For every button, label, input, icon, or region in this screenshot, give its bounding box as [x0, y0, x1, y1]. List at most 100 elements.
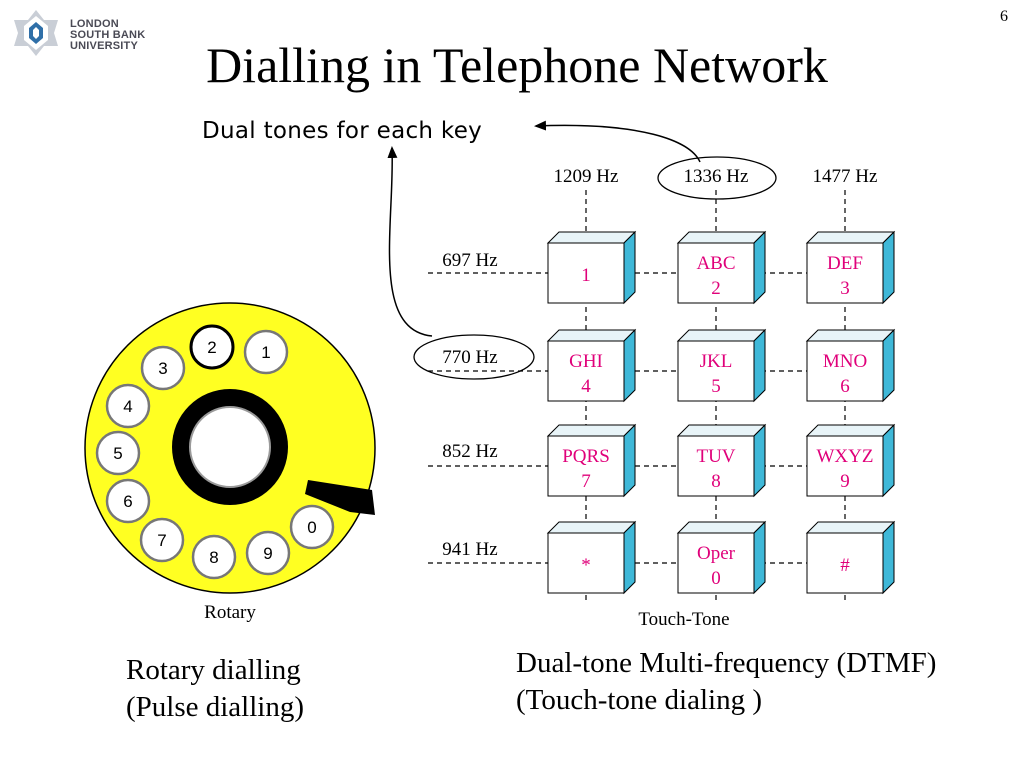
key-top-face [805, 329, 896, 342]
key-front-face [806, 340, 884, 402]
finger-hole-circle [140, 345, 186, 391]
dtmf-keypad: 1209 Hz 1336 Hz 1477 Hz 697 Hz 770 Hz 85… [413, 156, 896, 630]
key-side-face [623, 520, 636, 595]
column-freq-highlight [657, 156, 777, 200]
finger-hole-circle [289, 504, 335, 550]
key-side-face [623, 230, 636, 305]
finger-hole-1[interactable]: 1 [243, 329, 289, 375]
finger-hole-digit: 1 [261, 343, 270, 362]
row-freq-697: 697 Hz [442, 250, 497, 271]
key-digit: * [581, 555, 591, 576]
finger-hole-circle [105, 383, 151, 429]
key-digit: 8 [711, 471, 721, 492]
finger-hole-4[interactable]: 4 [105, 383, 151, 429]
key-0-0[interactable]: 1 [546, 230, 637, 305]
key-side-face [623, 423, 636, 498]
finger-hole-2[interactable]: 2 [189, 324, 235, 370]
key-front-face [547, 242, 625, 304]
key-side-face [753, 423, 766, 498]
key-side-face [882, 520, 895, 595]
slide-number: 6 [1000, 8, 1008, 25]
finger-hole-5[interactable]: 5 [95, 430, 141, 476]
caption-dtmf-line-2: (Touch-tone dialing ) [516, 684, 763, 716]
logo-line-1: LONDON [70, 18, 119, 30]
key-digit: 4 [581, 376, 591, 397]
key-digit: 3 [840, 278, 850, 299]
touch-tone-label: Touch-Tone [638, 609, 729, 630]
key-top-face [805, 424, 896, 437]
logo-line-2: SOUTH BANK [70, 29, 146, 41]
key-1-1[interactable]: JKL 5 [676, 328, 767, 403]
key-side-face [753, 520, 766, 595]
key-side-face [623, 328, 636, 403]
key-letters: DEF [827, 253, 863, 274]
key-side-face [882, 423, 895, 498]
finger-hole-circle [105, 478, 151, 524]
column-freq-1477: 1477 Hz [813, 166, 878, 187]
key-digit: 6 [840, 376, 850, 397]
key-letters: JKL [700, 351, 733, 372]
finger-hole-8[interactable]: 8 [191, 534, 237, 580]
caption-rotary-line-1: Rotary dialling [126, 654, 301, 686]
key-top-face [546, 231, 637, 244]
university-logo: LONDON SOUTH BANK UNIVERSITY [6, 6, 146, 60]
key-letters: ABC [696, 253, 735, 274]
key-3-0[interactable]: * [546, 520, 637, 595]
key-side-face [753, 328, 766, 403]
arrow-column-freq-to-callout [534, 120, 701, 163]
finger-hole-7[interactable]: 7 [139, 517, 185, 563]
finger-hole-9[interactable]: 9 [245, 530, 291, 576]
key-0-2[interactable]: DEF 3 [805, 230, 896, 305]
key-top-face [546, 424, 637, 437]
finger-hole-digit: 0 [307, 518, 316, 537]
finger-hole-digit: 5 [113, 444, 122, 463]
caption-rotary: Rotary dialling (Pulse dialling) [126, 652, 304, 726]
finger-hole-circle [189, 324, 235, 370]
row-freq-highlight [413, 334, 535, 380]
column-freq-1209: 1209 Hz [554, 166, 619, 187]
key-top-face [546, 521, 637, 534]
finger-hole-6[interactable]: 6 [105, 478, 151, 524]
finger-hole-3[interactable]: 3 [140, 345, 186, 391]
key-digit: 9 [840, 471, 850, 492]
finger-hole-circle [139, 517, 185, 563]
key-digit: 7 [581, 471, 591, 492]
finger-hole-digit: 9 [263, 544, 272, 563]
key-letters: MNO [823, 351, 867, 372]
key-front-face [547, 435, 625, 497]
key-1-2[interactable]: MNO 6 [805, 328, 896, 403]
key-front-face [806, 242, 884, 304]
key-front-face [677, 532, 755, 594]
logo-star-icon [14, 10, 58, 56]
finger-hole-circle [191, 534, 237, 580]
key-3-2[interactable]: # [805, 520, 896, 595]
key-front-face [806, 435, 884, 497]
key-digit: 5 [711, 376, 721, 397]
key-front-face [677, 242, 755, 304]
rotary-center-hole [189, 406, 271, 488]
key-digit: 0 [711, 568, 721, 589]
logo-line-3: UNIVERSITY [70, 40, 139, 52]
key-front-face [547, 340, 625, 402]
caption-dtmf-line-1: Dual-tone Multi-frequency (DTMF) [516, 647, 937, 679]
column-freq-1336: 1336 Hz [684, 166, 749, 187]
caption-rotary-line-2: (Pulse dialling) [126, 691, 305, 723]
finger-hole-digit: 2 [207, 338, 216, 357]
key-front-face [677, 435, 755, 497]
finger-hole-digit: 3 [158, 359, 167, 378]
row-freq-941: 941 Hz [442, 539, 497, 560]
key-top-face [676, 231, 767, 244]
row-freq-852: 852 Hz [442, 441, 497, 462]
finger-hole-circle [243, 329, 289, 375]
finger-hole-0[interactable]: 0 [289, 504, 335, 550]
finger-hole-circle [245, 530, 291, 576]
key-top-face [676, 521, 767, 534]
